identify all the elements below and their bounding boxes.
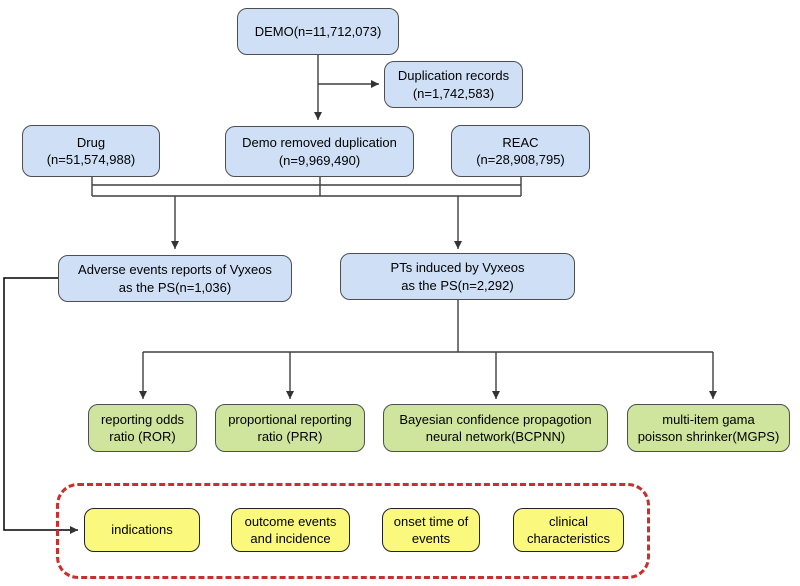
- node-prr: proportional reporting ratio (PRR): [215, 404, 365, 452]
- connector-adverse-to-indications: [3, 277, 78, 534]
- node-reac: REAC (n=28,908,795): [451, 125, 590, 177]
- node-clinical-characteristics: clinical characteristics: [513, 508, 624, 552]
- node-onset-time: onset time of events: [382, 508, 480, 552]
- node-bcpnn: Bayesian confidence propagotion neural n…: [383, 404, 608, 452]
- node-pts-induced: PTs induced by Vyxeos as the PS(n=2,292): [340, 253, 575, 300]
- node-adverse-events-reports: Adverse events reports of Vyxeos as the …: [58, 255, 292, 302]
- node-ror: reporting odds ratio (ROR): [88, 404, 197, 452]
- node-demo-removed-duplication: Demo removed duplication (n=9,969,490): [225, 126, 414, 177]
- node-mgps: multi-item gama poisson shrinker(MGPS): [627, 404, 790, 452]
- node-duplication-records: Duplication records (n=1,742,583): [384, 61, 523, 108]
- node-drug: Drug (n=51,574,988): [22, 125, 160, 177]
- node-indications: indications: [84, 508, 200, 552]
- node-outcome-events: outcome events and incidence: [231, 508, 350, 552]
- node-demo: DEMO(n=11,712,073): [237, 8, 399, 55]
- analysis-group-outline: [56, 483, 650, 579]
